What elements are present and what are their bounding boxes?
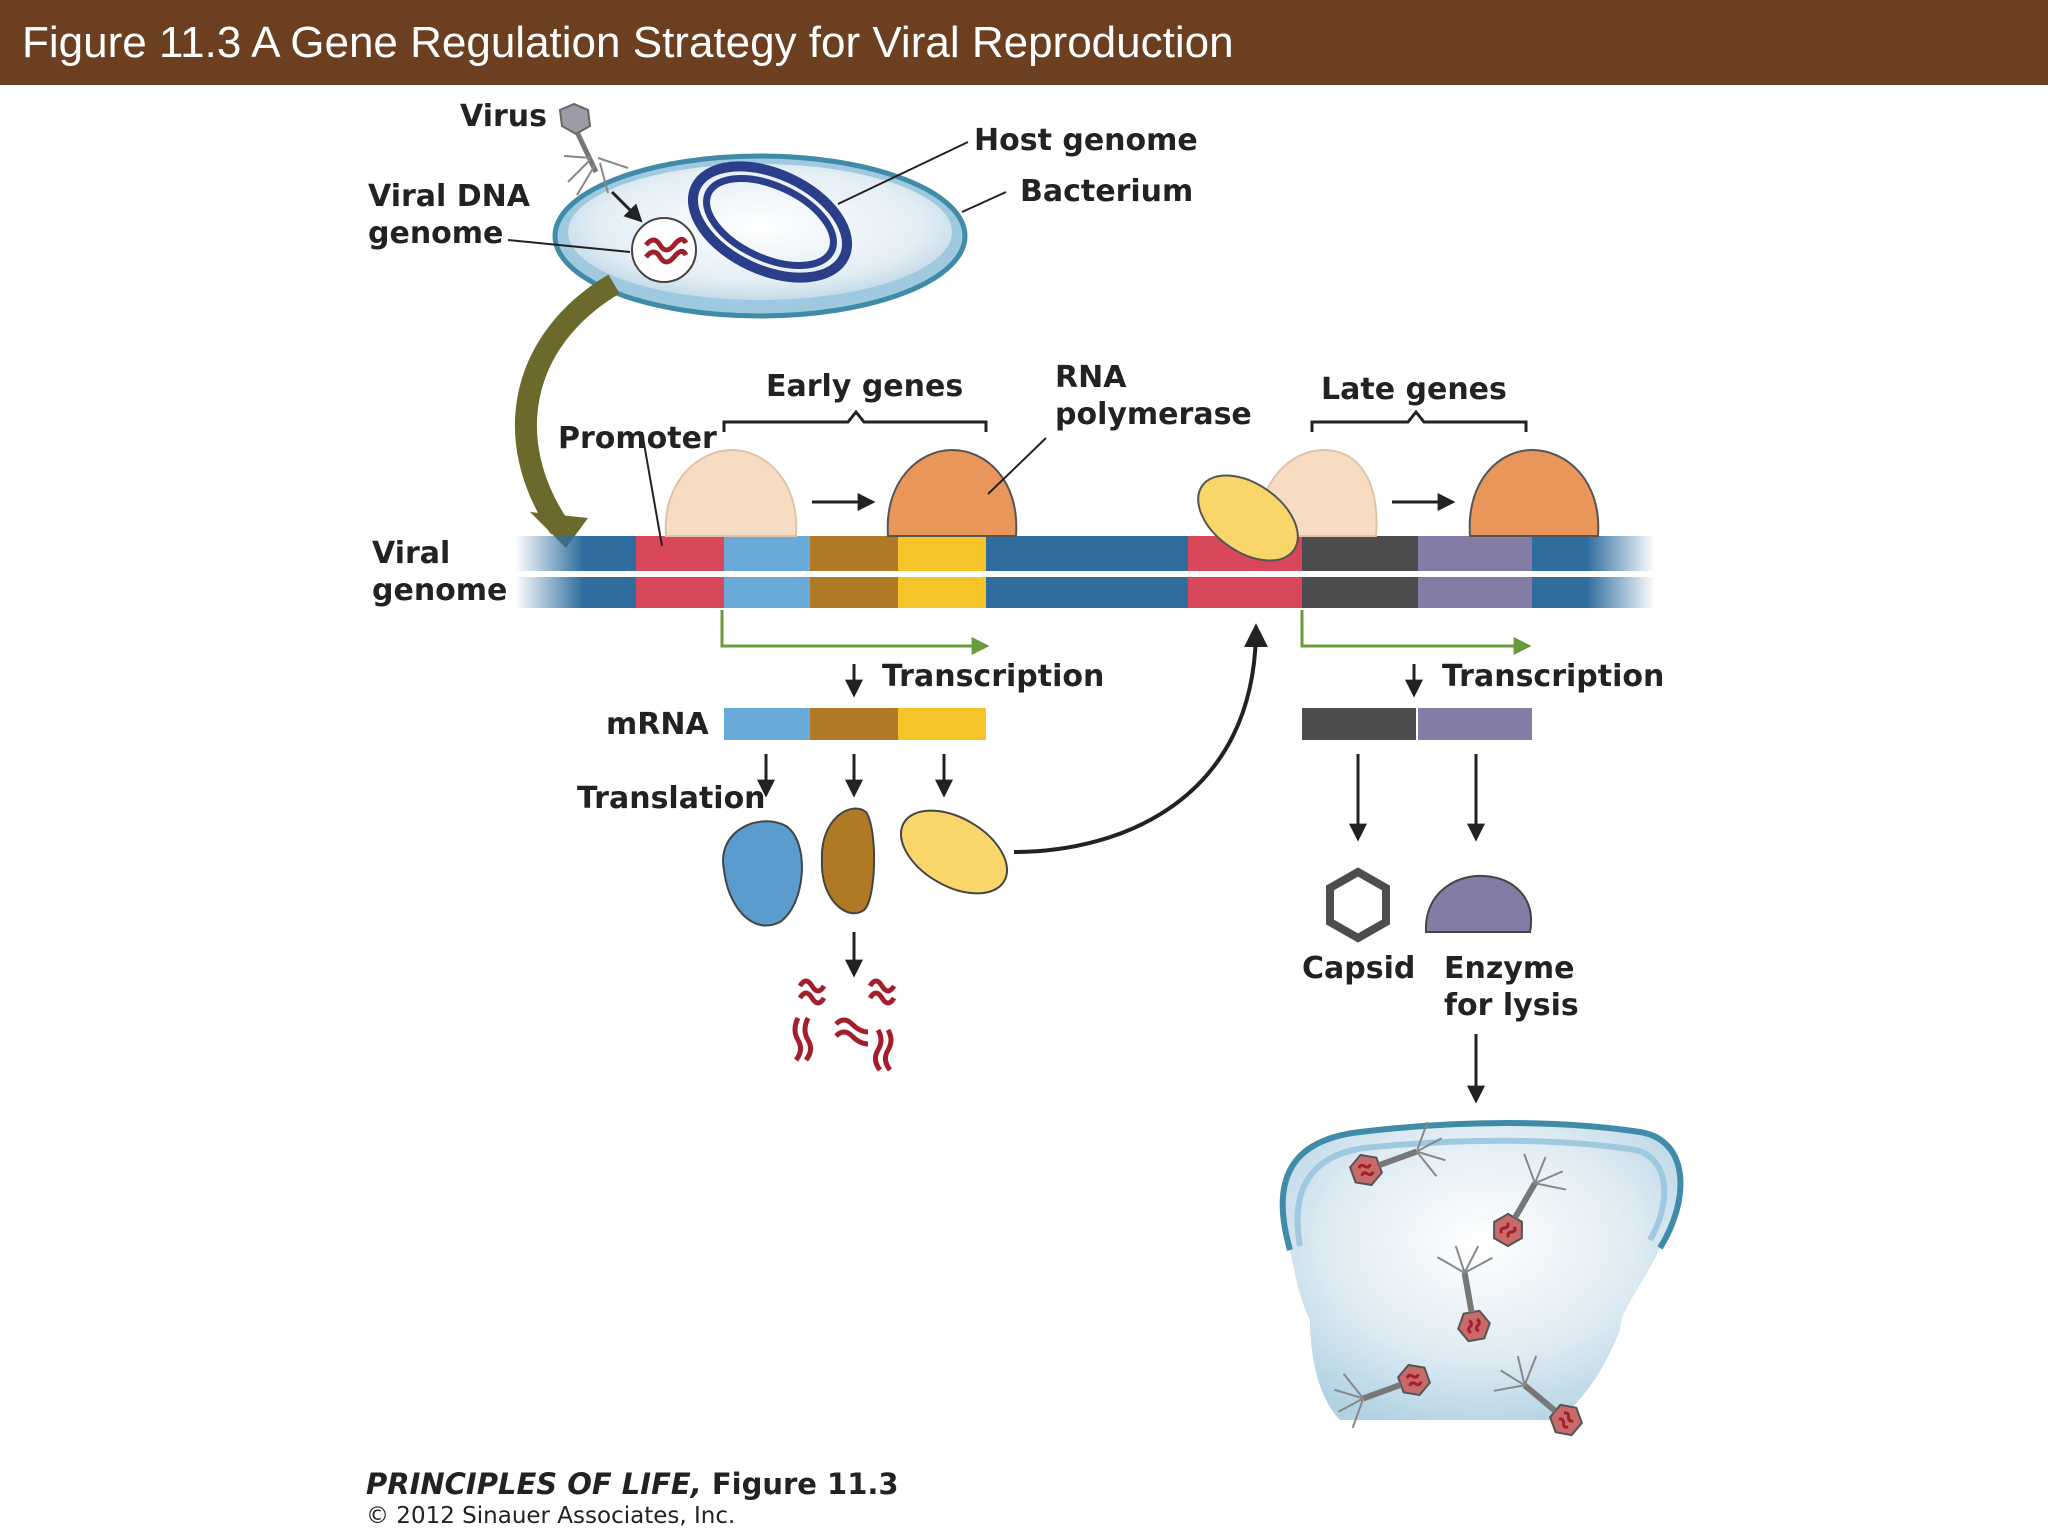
sigma-factor-bound (1197, 474, 1299, 562)
bacterium-label: Bacterium (1020, 174, 1193, 209)
capsid-hexagon (1326, 867, 1390, 943)
early-transcription-green-arrow (720, 610, 990, 655)
progeny-phages (1334, 1121, 1584, 1437)
early-mrna-bar (724, 708, 986, 740)
footer-book-title: PRINCIPLES OF LIFE, (366, 1467, 702, 1501)
host-genome-leader (837, 141, 969, 205)
early-genes-brace (722, 409, 988, 432)
enzyme-label-line1: Enzyme (1444, 951, 1574, 986)
injection-arrowhead (530, 512, 588, 548)
late-transcription-label: Transcription (1442, 659, 1664, 694)
viral-genome-strand (515, 536, 1655, 608)
rna-polymerase-label-line2: polymerase (1055, 397, 1252, 432)
viral-genome-label-line2: genome (372, 573, 507, 608)
viral-dna-genome-label-line2: genome (368, 216, 503, 251)
injection-curved-arrow (514, 274, 620, 535)
early-protein-yellow (899, 809, 1009, 895)
lysis-enzyme-shape (1424, 874, 1533, 933)
rna-polymerase-label-line1: RNA (1055, 360, 1127, 395)
footer-copyright: © 2012 Sinauer Associates, Inc. (366, 1503, 736, 1529)
rna-polymerase-leader (987, 437, 1047, 495)
figure-title: Figure 11.3 A Gene Regulation Strategy f… (22, 18, 1234, 67)
viral-genome-label-line1: Viral (372, 536, 450, 571)
early-genes-label: Early genes (766, 369, 963, 404)
late-genes-brace (1310, 409, 1528, 432)
rna-polymerase-pale-early-shape (664, 448, 798, 537)
virus-phage (558, 102, 643, 223)
translation-label: Translation (577, 781, 766, 816)
promoter-label: Promoter (558, 421, 717, 456)
late-genes-label: Late genes (1321, 372, 1507, 407)
host-genome-ring (687, 161, 853, 283)
early-transcription-label: Transcription (882, 659, 1104, 694)
late-mrna-bar (1302, 708, 1532, 740)
viral-dna-genome-label-line1: Viral DNA (368, 179, 531, 214)
early-protein-brown (820, 807, 876, 915)
footer-citation: PRINCIPLES OF LIFE, Figure 11.3 (366, 1467, 899, 1501)
late-transcription-green-arrow (1300, 610, 1532, 655)
sigma-factor-return-arrow (1013, 623, 1268, 854)
rna-polymerase-orange-late (1468, 448, 1600, 537)
replicated-viral-dna (792, 978, 897, 1072)
capsid-label: Capsid (1302, 951, 1415, 986)
enzyme-label-line2: for lysis (1444, 988, 1579, 1023)
footer-figure-number: Figure 11.3 (711, 1467, 899, 1501)
promoter-leader (641, 431, 663, 547)
viral-dna-leader (507, 239, 631, 253)
host-genome-label: Host genome (974, 123, 1198, 158)
viral-dna-circle (631, 217, 697, 283)
title-bar: Figure 11.3 A Gene Regulation Strategy f… (0, 0, 2048, 85)
virus-label: Virus (460, 99, 547, 134)
lysed-bacterium (1279, 1120, 1684, 1420)
rna-polymerase-orange-early (886, 448, 1018, 537)
early-protein-blue (722, 820, 803, 927)
mrna-label: mRNA (606, 707, 709, 742)
bacterium-leader (961, 191, 1007, 213)
